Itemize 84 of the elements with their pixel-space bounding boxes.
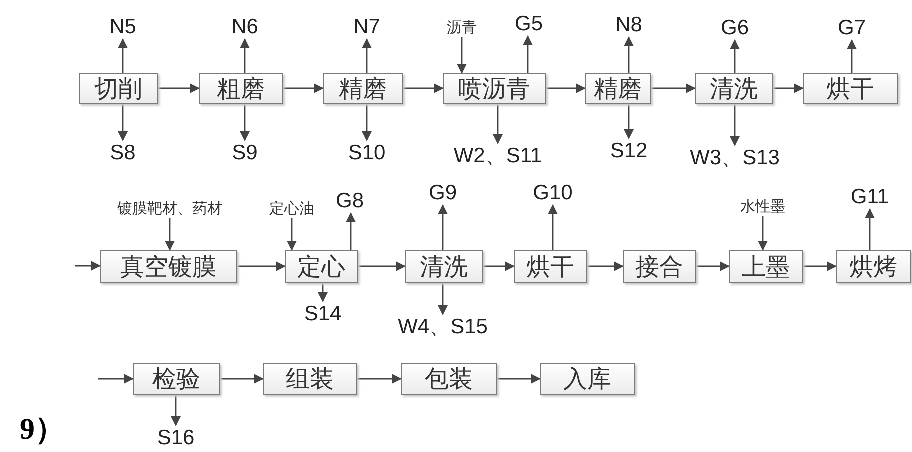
- arrow: [696, 262, 730, 272]
- emission-code: G8: [336, 190, 364, 212]
- arrow: [587, 262, 624, 272]
- emission-code: G10: [533, 182, 573, 204]
- emission-code: N7: [354, 16, 380, 38]
- process-box: 精磨: [323, 73, 403, 104]
- arrow: [865, 208, 875, 250]
- arrow: [847, 40, 857, 73]
- arrow: [98, 374, 134, 384]
- emission-code: N5: [110, 16, 136, 38]
- process-box: 清洗: [405, 250, 483, 283]
- process-box: 烘干: [803, 73, 898, 104]
- arrow: [358, 262, 406, 272]
- arrow: [624, 104, 634, 140]
- arrow: [165, 218, 175, 251]
- process-box: 烘干: [514, 250, 587, 283]
- process-box: 烘烤: [836, 250, 911, 283]
- arrow: [730, 40, 740, 73]
- emission-code: S16: [157, 428, 195, 448]
- process-box: 入库: [540, 363, 635, 395]
- arrow: [457, 38, 467, 74]
- emission-code: W3、S13: [690, 148, 780, 168]
- input-material-label: 定心油: [270, 202, 314, 216]
- arrow: [240, 104, 250, 142]
- arrow: [240, 38, 250, 73]
- arrow: [523, 36, 533, 73]
- emission-code: S9: [232, 142, 258, 164]
- emission-code: G7: [838, 18, 866, 38]
- arrow: [118, 104, 128, 142]
- arrow: [158, 84, 200, 94]
- input-material-label: 镀膜靶材、药材: [118, 202, 222, 216]
- arrow: [651, 84, 696, 94]
- arrow: [357, 374, 402, 384]
- emission-code: W4、S15: [398, 316, 488, 338]
- emission-code: S12: [610, 140, 648, 162]
- process-box: 切削: [79, 73, 158, 104]
- arrow: [773, 84, 804, 94]
- figure-number: 9）: [20, 415, 65, 445]
- arrow: [118, 38, 128, 73]
- input-material-label: 水性墨: [740, 200, 786, 214]
- arrow: [438, 204, 448, 250]
- emission-code: G5: [515, 14, 543, 34]
- process-box: 精磨: [585, 73, 651, 104]
- arrow: [362, 104, 372, 142]
- arrow: [220, 374, 264, 384]
- arrow: [171, 395, 181, 426]
- arrow: [493, 104, 503, 144]
- process-box: 检验: [133, 363, 220, 395]
- process-box: 组装: [263, 363, 357, 395]
- arrow: [624, 36, 634, 73]
- emission-code: S14: [304, 304, 342, 324]
- arrow: [438, 283, 448, 316]
- process-box: 真空镀膜: [100, 250, 237, 283]
- process-box: 喷沥青: [443, 73, 546, 104]
- arrow: [318, 283, 328, 302]
- arrow: [546, 84, 586, 94]
- arrow: [483, 262, 515, 272]
- arrow: [362, 38, 372, 73]
- arrow: [287, 218, 297, 251]
- emission-code: G6: [721, 18, 749, 38]
- arrow: [403, 84, 444, 94]
- arrow: [730, 104, 740, 146]
- emission-code: S8: [110, 142, 136, 164]
- process-box: 粗磨: [199, 73, 283, 104]
- arrow: [803, 262, 837, 272]
- arrow: [75, 261, 101, 271]
- arrow: [758, 216, 768, 251]
- arrow: [237, 262, 286, 272]
- process-box: 包装: [401, 363, 497, 395]
- emission-code: W2、S11: [454, 146, 542, 166]
- arrow: [548, 204, 558, 250]
- process-box: 上墨: [729, 250, 803, 283]
- emission-code: G9: [429, 182, 457, 204]
- process-box: 定心: [285, 250, 358, 283]
- arrow: [346, 212, 356, 250]
- emission-code: N6: [232, 16, 258, 38]
- emission-code: G11: [850, 186, 890, 208]
- process-box: 接合: [623, 250, 696, 283]
- emission-code: S10: [348, 142, 386, 164]
- arrow: [497, 374, 541, 384]
- arrow: [283, 84, 324, 94]
- input-material-label: 沥青: [447, 20, 477, 36]
- process-box: 清洗: [695, 73, 773, 104]
- emission-code: N8: [616, 14, 642, 36]
